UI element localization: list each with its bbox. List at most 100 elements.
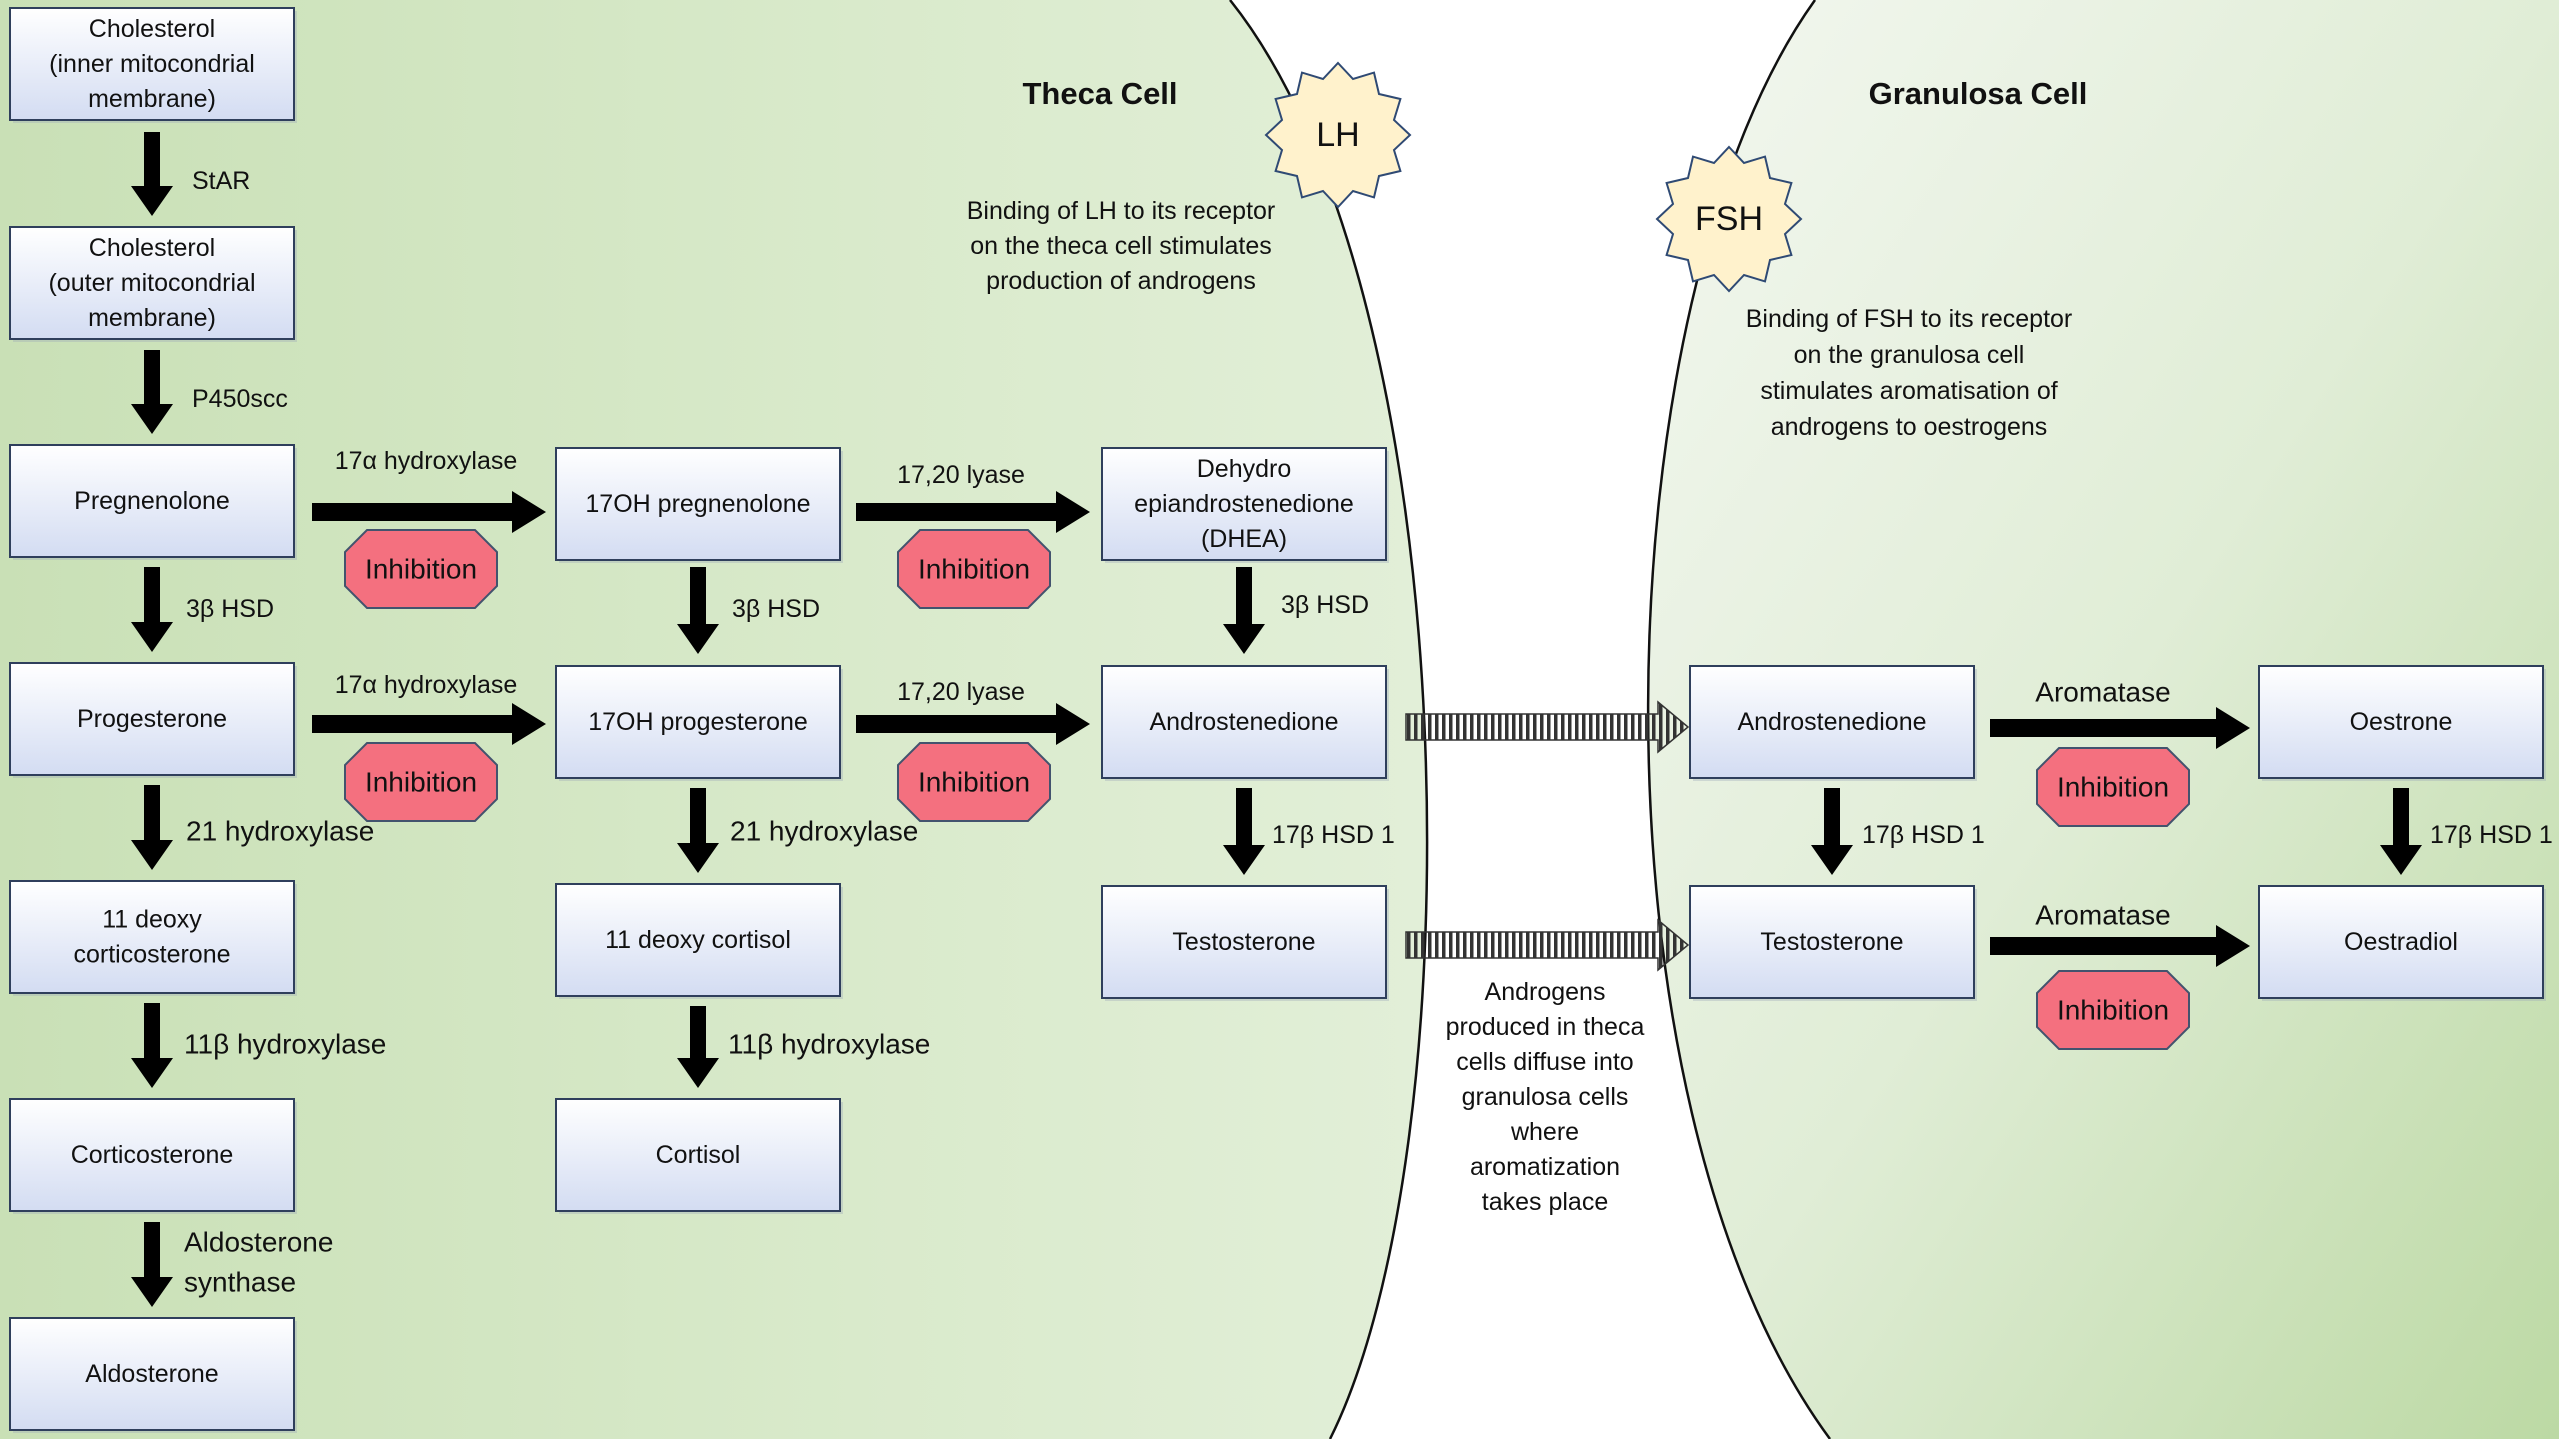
enzyme-hsd17b-o: 17β HSD 1 [2430,821,2553,849]
box-frame [9,7,295,121]
enzyme-label-line: 17,20 lyase [897,678,1025,706]
diffusion-note-line: aromatization [1470,1153,1620,1181]
lh-hormone-shape [1264,61,1412,209]
enzyme-hsd3b-1: 3β HSD [186,595,274,623]
enzyme-label-line: 11β hydroxylase [728,1029,930,1060]
box-frame [9,444,295,558]
box-text-oh-pregnenolone-line: 17OH pregnenolone [585,490,810,518]
box-text-chol-inner-line: membrane) [88,85,216,113]
arrow-3bhsd-2 [677,567,719,654]
arrow-p450scc [131,350,173,434]
box-oestradiol: Oestradiol [2258,885,2546,1001]
fsh-hormone: FSH [1655,145,1803,293]
arrow-aldosterone-synthase [131,1222,173,1307]
box-text-chol-inner-line: (inner mitocondrial [49,50,255,78]
inhibition-badge: Inhibition [897,529,1051,609]
enzyme-hsd3b-3: 3β HSD [1281,591,1369,619]
box-frame [1101,665,1387,779]
box-frame [9,1317,295,1431]
box-text-deoxycorticosterone-line: corticosterone [73,941,230,969]
box-testosterone-t: Testosterone [1101,885,1389,1001]
enzyme-label-line: 17β HSD 1 [1862,821,1985,849]
inhibition-badge: Inhibition [2036,970,2190,1050]
enzyme-label-line: 21 hydroxylase [730,816,918,847]
enzyme-label-line: 17α hydroxylase [335,671,518,699]
inhibition-octagon [2036,747,2190,827]
enzyme-aromatase-1: Aromatase [2035,677,2170,708]
enzyme-aromatase-2: Aromatase [2035,900,2170,931]
box-oestrone: Oestrone [2258,665,2546,781]
box-frame [9,226,295,340]
inhibition-octagon [344,529,498,609]
box-frame [9,1098,295,1212]
diffusion-note-line: produced in theca [1446,1013,1645,1041]
enzyme-hsd17b-g: 17β HSD 1 [1862,821,1985,849]
arrow-21hydroxylase-2 [677,788,719,873]
diffusion-note-line: granulosa cells [1462,1083,1629,1111]
arrow-17bhsd-granulosa [1811,788,1853,875]
box-text-androstenedione-t-line: Androstenedione [1149,708,1338,736]
box-text-chol-outer-line: (outer mitocondrial [48,269,255,297]
arrow-3bhsd-1 [131,567,173,652]
box-aldosterone: Aldosterone [9,1317,297,1433]
box-corticosterone: Corticosterone [9,1098,297,1214]
box-text-testosterone-t-line: Testosterone [1172,928,1315,956]
box-text-oestrone-line: Oestrone [2350,708,2453,736]
enzyme-hydrox21-2: 21 hydroxylase [730,816,918,847]
theca-note-line: Binding of LH to its receptor [967,197,1276,225]
arrow-21hydroxylase-1 [131,785,173,870]
box-frame [1101,885,1387,999]
granulosa-cell-title: Granulosa Cell [1869,76,2088,111]
inhibition-octagon [2036,970,2190,1050]
enzyme-lyase-1: 17,20 lyase [897,461,1025,489]
box-progesterone: Progesterone [9,662,297,778]
enzyme-label-line: synthase [184,1267,296,1298]
enzyme-star: StAR [192,167,250,195]
arrow-11bhydroxylase-2 [677,1006,719,1088]
enzyme-label-line: 17α hydroxylase [335,447,518,475]
enzyme-hsd3b-2: 3β HSD [732,595,820,623]
enzyme-label-line: 17,20 lyase [897,461,1025,489]
inhibition-label: Inhibition [918,767,1030,798]
box-oh-progesterone: 17OH progesterone [555,665,843,781]
granulosa-note-line: androgens to oestrogens [1771,413,2048,441]
enzyme-label-line: 3β HSD [732,595,820,623]
box-text-progesterone-line: Progesterone [77,705,227,733]
box-text-corticosterone-line: Corticosterone [71,1141,234,1169]
theca-cell-title: Theca Cell [1022,76,1177,111]
enzyme-label-line: Aromatase [2035,677,2170,708]
fsh-hormone-label: FSH [1695,200,1763,238]
enzyme-label-line: 3β HSD [1281,591,1369,619]
inhibition-badge: Inhibition [344,742,498,822]
inhibition-label: Inhibition [365,767,477,798]
diffusion-note-line: Androgens [1485,978,1606,1006]
enzyme-label-line: 11β hydroxylase [184,1029,386,1060]
enzyme-hydrox11-2: 11β hydroxylase [728,1029,930,1060]
lh-hormone-label: LH [1316,116,1359,154]
hormones: LH FSH [1264,61,1803,293]
enzyme-label-line: 17β HSD 1 [1272,821,1395,849]
enzyme-hydrox17a-2: 17α hydroxylase [335,671,518,699]
box-frame [2258,665,2544,779]
arrow-1720-lyase-1 [856,491,1090,533]
enzyme-p450scc: P450scc [192,385,288,413]
enzyme-label-line: 17β HSD 1 [2430,821,2553,849]
enzyme-label-line: StAR [192,167,250,195]
enzyme-label-line: Aromatase [2035,900,2170,931]
box-text-dhea-line: Dehydro [1197,455,1292,483]
box-testosterone-g: Testosterone [1689,885,1977,1001]
enzyme-labels: StAR P450scc 3β HSD 3β HSD 3β HSD 21 hydroxyl… [184,167,2553,1298]
arrow-star [131,132,173,216]
inhibition-label: Inhibition [2057,995,2169,1026]
inhibition-badge: Inhibition [344,529,498,609]
arrow-11bhydroxylase-1 [131,1003,173,1088]
box-androstenedione-t: Androstenedione [1101,665,1389,781]
box-frame [2258,885,2544,999]
enzyme-hydrox21-1: 21 hydroxylase [186,816,374,847]
box-frame [1689,665,1975,779]
